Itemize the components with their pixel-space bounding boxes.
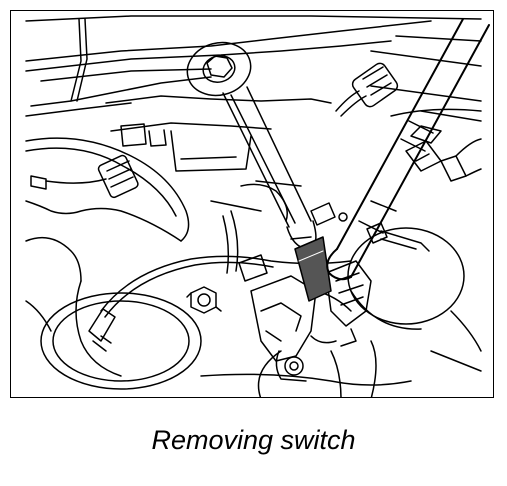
ring-wrench-tool — [186, 41, 317, 250]
extension-bar-tool — [326, 18, 490, 281]
wiring-harness — [30, 18, 482, 352]
technical-illustration — [10, 10, 494, 398]
switch-assembly — [238, 254, 372, 382]
figure-caption: Removing switch — [151, 425, 356, 455]
switch-shaded-body — [294, 236, 332, 302]
clip-hardware — [310, 202, 388, 244]
engine-bay-background — [25, 15, 482, 397]
mounting-nut — [186, 286, 222, 314]
